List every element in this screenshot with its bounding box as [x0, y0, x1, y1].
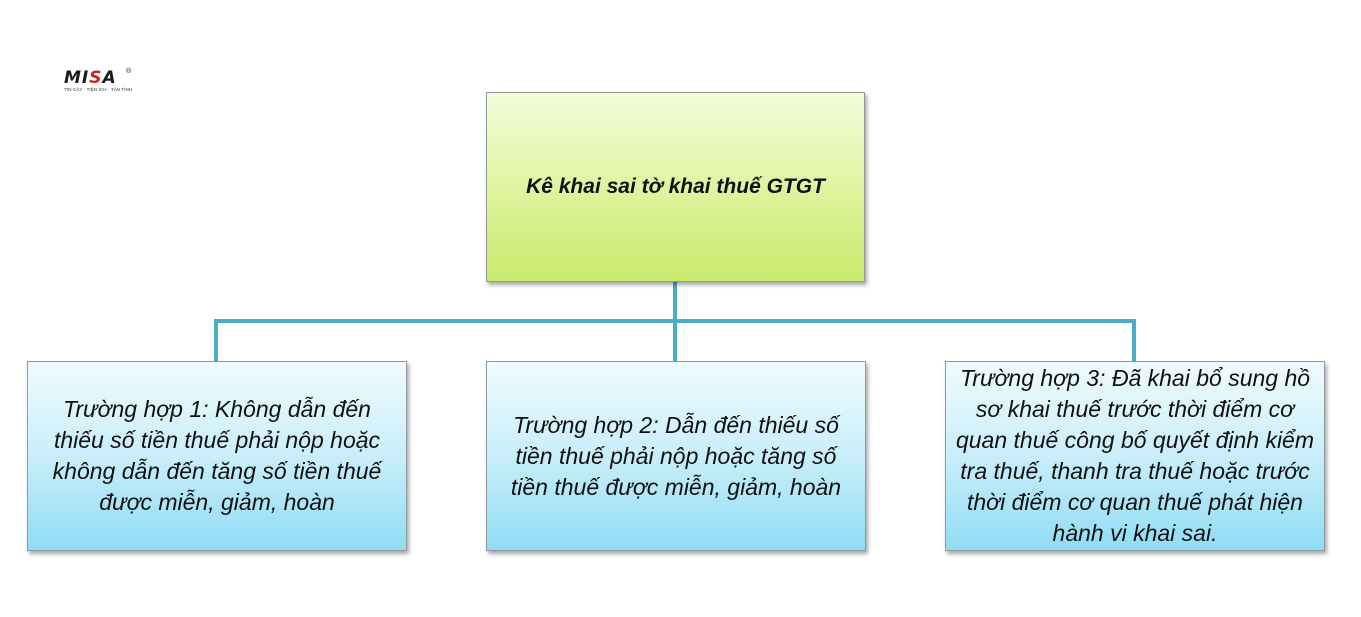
child-node-case-1: Trường hợp 1: Không dẫn đến thiếu số tiề… — [27, 361, 407, 551]
logo-wordmark: MISA — [64, 68, 117, 88]
child-node-label: Trường hợp 1: Không dẫn đến thiếu số tiề… — [52, 396, 382, 515]
child-node-case-3: Trường hợp 3: Đã khai bổ sung hồ sơ khai… — [945, 361, 1325, 551]
misa-logo: MISA ® TIN CẬY · TIỆN ÍCH · TẬN TÌNH — [58, 68, 138, 98]
child-node-label: Trường hợp 2: Dẫn đến thiếu số tiền thuế… — [510, 411, 842, 500]
child-node-case-2: Trường hợp 2: Dẫn đến thiếu số tiền thuế… — [486, 361, 866, 551]
root-node-label: Kê khai sai tờ khai thuế GTGT — [526, 175, 825, 198]
registered-mark: ® — [126, 68, 132, 75]
logo-tagline: TIN CẬY · TIỆN ÍCH · TẬN TÌNH — [64, 87, 133, 92]
root-node: Kê khai sai tờ khai thuế GTGT — [486, 92, 865, 282]
child-node-label: Trường hợp 3: Đã khai bổ sung hồ sơ khai… — [955, 365, 1315, 546]
